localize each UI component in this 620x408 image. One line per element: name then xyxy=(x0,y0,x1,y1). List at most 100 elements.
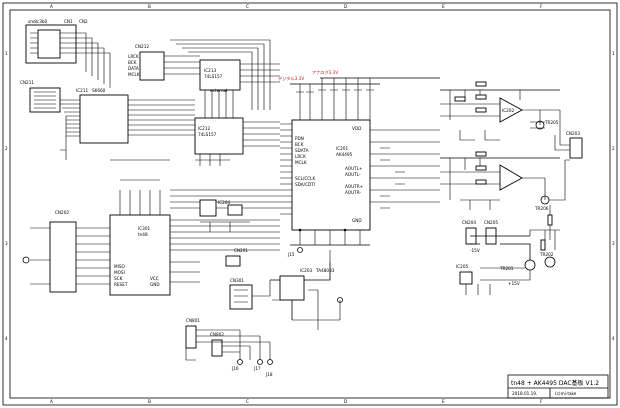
ic201-bottom-pins xyxy=(299,230,361,245)
cn211-block: CN211 IC211 S6660 xyxy=(20,80,160,160)
j17-label: J17 xyxy=(253,366,261,371)
external-label: external xyxy=(210,88,227,93)
column-marker: A xyxy=(50,399,53,404)
ic213-label: IC213 xyxy=(204,68,216,73)
title-block-dividers xyxy=(508,387,608,398)
cn212-pin-mclk: MCLK xyxy=(128,72,140,77)
column-marker: C xyxy=(246,4,249,9)
ic301-block: CN202 IC301 tn48 MISO MOSI SCK RESET VCC… xyxy=(22,159,280,296)
drawing-author: (c)mi-take xyxy=(555,391,577,396)
ic201-pin-bck: BCK xyxy=(295,142,304,147)
cn1-block: sm8c3b0 CN1 CN2 xyxy=(25,19,111,88)
cn211-label: CN211 xyxy=(20,80,34,85)
led-symbol xyxy=(337,297,343,303)
ic201-pin-lrck: LRCK xyxy=(295,154,306,159)
opamp-bottom-io xyxy=(440,171,546,200)
cn212-pin-bck: BCK xyxy=(128,60,137,65)
ic204-chip xyxy=(199,199,217,217)
cn212-connector xyxy=(139,51,165,81)
opamp-top xyxy=(499,97,523,123)
ic201-pin-scl: SCL/CCLK xyxy=(295,176,316,181)
opamp-top-cap xyxy=(530,121,545,129)
cn212-pin-data: DATA xyxy=(128,66,139,71)
j16-symbol xyxy=(237,359,243,365)
j15-symbol xyxy=(297,247,303,253)
cn204-label: CN204 xyxy=(462,220,476,225)
output-stage-bottom: TR206 xyxy=(440,151,570,240)
ic301-right-lower xyxy=(170,261,200,283)
ic213-part: 74LS157 xyxy=(204,74,223,79)
ic201-pin-aoutl: AOUTL+ xyxy=(345,166,363,171)
ic203-part: TA48033 xyxy=(315,268,335,273)
ic201-pin-aoutr: AOUTR+ xyxy=(345,184,364,189)
ic203-caps xyxy=(272,289,319,310)
opamp-bottom-gnd xyxy=(460,199,500,210)
ic213-chip xyxy=(199,59,241,91)
ic204-label: IC204 xyxy=(218,200,230,205)
j18-symbol xyxy=(267,359,273,365)
drawing-date: 2018.01.19. xyxy=(512,391,537,396)
ic201-label: IC201 xyxy=(336,146,348,151)
ic211-ic212-bus xyxy=(160,99,195,136)
row-markers: 1 2 3 4 1 2 3 4 xyxy=(5,51,615,341)
crystal-caps xyxy=(200,221,250,232)
ic203-chip xyxy=(279,275,305,301)
row-marker: 3 xyxy=(5,241,8,246)
ic211-left-pins xyxy=(60,99,80,137)
title-block-box xyxy=(507,374,609,399)
psu-gnd xyxy=(465,284,491,295)
resistor xyxy=(475,81,487,87)
ic301-chip xyxy=(109,214,171,296)
resistor xyxy=(475,165,487,171)
cn202-label: CN202 xyxy=(55,210,69,215)
cn801-label: CN801 xyxy=(186,318,200,323)
cn202-pins xyxy=(76,227,110,285)
ic211-right-pins xyxy=(128,99,160,136)
cn203-wires xyxy=(554,110,570,151)
tr206-to-cn203 xyxy=(549,159,570,201)
ic201-pin-pdn: PDN xyxy=(295,136,304,141)
resistor xyxy=(475,107,487,113)
plus15-label: +15V xyxy=(508,281,520,286)
digital-33v-label: デジタル3.3V xyxy=(278,75,304,82)
bottom-drops xyxy=(239,330,271,360)
cn212-label: CN212 xyxy=(135,44,149,49)
j17-symbol xyxy=(257,359,263,365)
cn801-gnd xyxy=(185,348,196,361)
ic212-caps xyxy=(195,154,230,166)
ic201-pin-vdd: VDD xyxy=(352,126,361,131)
ic301-top-pins xyxy=(119,190,161,215)
ic211-chip xyxy=(79,94,129,144)
tr201-symbol xyxy=(524,259,536,271)
tr201-label: TR201 xyxy=(499,266,514,271)
output-stage-top: IC202 TR205 CN203 xyxy=(440,81,583,159)
cn201-label: CN201 xyxy=(234,248,248,253)
crystal xyxy=(227,204,243,216)
opamp-bottom-drops xyxy=(449,158,481,200)
cn2-label: CN2 xyxy=(79,19,88,24)
cn212-pin-lrck: LRCK xyxy=(128,54,139,59)
tr205-label: TR205 xyxy=(544,120,559,125)
cn202-connector xyxy=(49,221,77,293)
cn211-pins xyxy=(34,91,56,109)
power-supply: CN204 CN205 -15V TR201 TR202 IC205 +15V xyxy=(456,220,560,295)
cn802-label: CN802 xyxy=(210,332,224,337)
ic201-pin-mclk: MCLK xyxy=(295,160,307,165)
row-marker: 1 xyxy=(5,51,8,56)
ic201-pin-gnd: GND xyxy=(352,218,362,223)
sheet-inner-border xyxy=(9,9,611,399)
psu-links xyxy=(480,267,531,281)
opamp-top-drops xyxy=(449,90,521,120)
ic201-pin-aoutln: AOUTL- xyxy=(345,172,361,177)
resistor xyxy=(454,96,466,102)
cn205-label: CN205 xyxy=(484,220,498,225)
ic213-block: CN212 LRCK BCK DATA MCLK IC213 74LS157 e… xyxy=(128,39,280,166)
ic212-chip xyxy=(194,117,244,155)
ic201-right-pins xyxy=(370,129,440,203)
ic212-label: IC212 xyxy=(198,126,210,131)
ic201-pin-aoutrn: AOUTR- xyxy=(345,190,361,195)
ic212-part: 74LS157 xyxy=(198,132,217,137)
column-marker: C xyxy=(246,399,249,404)
